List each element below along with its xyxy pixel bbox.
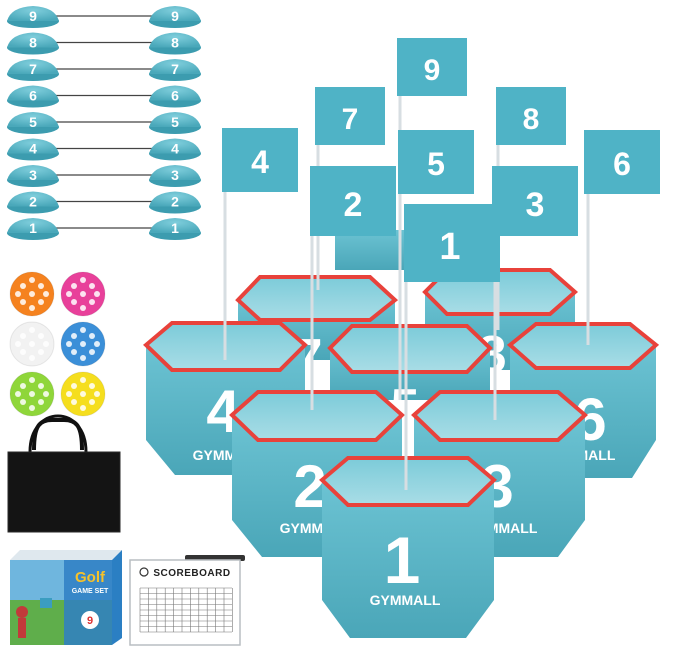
hole-1-brand: GYMMALL xyxy=(370,592,441,608)
carry-bag xyxy=(7,414,121,533)
left-marker-disc-6: 6 xyxy=(7,85,59,108)
svg-text:6: 6 xyxy=(613,146,631,182)
scoreboard-title: SCOREBOARD xyxy=(153,568,230,579)
flag-1: 1 xyxy=(404,204,500,282)
left-marker-disc-2: 2 xyxy=(7,191,59,214)
left-marker-disc-4: 4 xyxy=(7,138,59,161)
hole-5: 5 xyxy=(327,324,493,437)
golf-holes: 9 7 8 4 GYMMALL 5 xyxy=(143,230,660,638)
marker-number: 1 xyxy=(29,220,37,236)
right-marker-disc-5: 5 xyxy=(149,112,201,134)
flag-5: 5 xyxy=(398,130,474,194)
left-marker-disc-3: 3 xyxy=(7,165,59,187)
flag-4: 4 xyxy=(222,128,298,192)
marker-number: 6 xyxy=(171,88,179,104)
marker-number: 5 xyxy=(29,114,37,130)
hole-1-number: 1 xyxy=(384,523,421,597)
marker-number: 7 xyxy=(171,61,179,77)
svg-text:8: 8 xyxy=(523,103,540,136)
box-subtitle: GAME SET xyxy=(72,588,109,595)
marker-number: 8 xyxy=(29,35,37,51)
practice-ball xyxy=(60,271,106,317)
marker-number: 8 xyxy=(171,35,179,51)
scoreboard: SCOREBOARD xyxy=(129,555,245,646)
practice-ball xyxy=(9,321,55,367)
right-marker-disc-9: 9 xyxy=(149,6,201,28)
practice-balls xyxy=(9,271,106,417)
flag-9: 9 xyxy=(397,38,467,96)
practice-ball xyxy=(9,371,55,417)
product-box: Golf GAME SET 9 xyxy=(10,550,122,645)
marker-number: 3 xyxy=(171,167,179,183)
flag-8: 8 xyxy=(496,87,566,145)
right-marker-disc-6: 6 xyxy=(149,85,201,108)
marker-number: 2 xyxy=(29,194,37,210)
svg-text:7: 7 xyxy=(342,103,359,136)
right-marker-disc-4: 4 xyxy=(149,138,201,161)
practice-ball xyxy=(60,371,106,417)
marker-number: 4 xyxy=(29,141,37,157)
hole-1: 1 GYMMALL xyxy=(319,456,497,638)
right-marker-disc-3: 3 xyxy=(149,165,201,187)
hole-2-number: 2 xyxy=(293,453,326,520)
marker-number: 1 xyxy=(171,220,179,236)
right-marker-disc-8: 8 xyxy=(149,32,201,55)
svg-text:4: 4 xyxy=(251,144,269,180)
marker-number: 9 xyxy=(171,8,179,24)
flag-7: 7 xyxy=(315,87,385,145)
right-marker-disc-7: 7 xyxy=(149,59,201,81)
flag-6: 6 xyxy=(584,130,660,194)
left-marker-disc-7: 7 xyxy=(7,59,59,81)
svg-text:9: 9 xyxy=(424,54,441,87)
practice-ball xyxy=(9,271,55,317)
marker-number: 3 xyxy=(29,167,37,183)
marker-number: 2 xyxy=(171,194,179,210)
flags: 9 7 8 4 5 6 2 3 xyxy=(222,38,660,490)
svg-text:3: 3 xyxy=(526,186,545,224)
box-title: Golf xyxy=(75,569,106,586)
left-marker-disc-5: 5 xyxy=(7,112,59,134)
left-marker-disc-8: 8 xyxy=(7,32,59,55)
trophy-icon xyxy=(139,567,149,577)
flag-3: 3 xyxy=(492,166,578,236)
left-marker-disc-9: 9 xyxy=(7,6,59,28)
svg-text:5: 5 xyxy=(427,146,445,182)
marker-number: 4 xyxy=(171,141,179,157)
practice-ball xyxy=(60,321,106,367)
right-marker-disc-1: 1 xyxy=(149,218,201,240)
flag-2: 2 xyxy=(310,166,396,236)
right-marker-disc-2: 2 xyxy=(149,191,201,214)
left-marker-disc-1: 1 xyxy=(7,218,59,240)
svg-text:2: 2 xyxy=(344,186,363,224)
marker-number: 7 xyxy=(29,61,37,77)
svg-text:1: 1 xyxy=(439,226,460,268)
marker-number: 9 xyxy=(29,8,37,24)
golfer-figure xyxy=(16,606,28,618)
marker-number: 6 xyxy=(29,88,37,104)
box-count: 9 xyxy=(87,615,93,627)
marker-number: 5 xyxy=(171,114,179,130)
